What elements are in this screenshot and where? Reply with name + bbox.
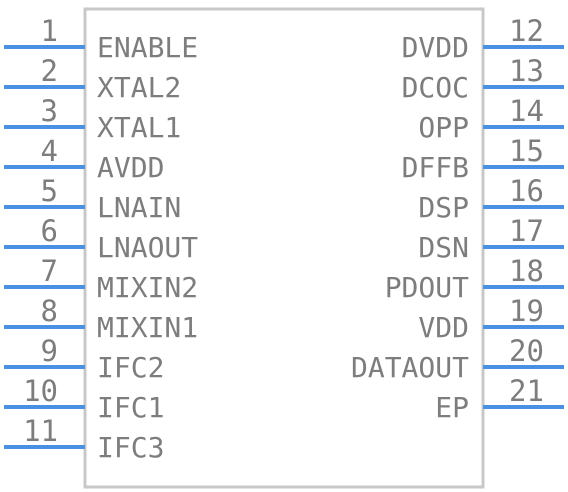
pin-number: 9 — [41, 334, 58, 368]
pin-number: 4 — [41, 134, 58, 168]
pin-number: 20 — [509, 334, 544, 368]
pin-number: 13 — [509, 54, 544, 88]
pin-number: 5 — [41, 174, 58, 208]
pin-name: DSN — [418, 231, 469, 264]
pin-number: 15 — [509, 134, 544, 168]
pin-name: MIXIN1 — [97, 311, 198, 344]
pin-number: 18 — [509, 254, 544, 288]
pin-number: 16 — [509, 174, 544, 208]
pin-name: VDD — [418, 311, 469, 344]
pin-number: 7 — [41, 254, 58, 288]
pin-name: MIXIN2 — [97, 271, 198, 304]
pin-number: 8 — [41, 294, 58, 328]
right-pin-group: 12DVDD13DCOC14OPP15DFFB16DSP17DSN18PDOUT… — [351, 14, 564, 424]
pin-number: 6 — [41, 214, 58, 248]
pin-number: 2 — [41, 54, 58, 88]
pin-number: 14 — [509, 94, 544, 128]
pin-name: LNAIN — [97, 191, 181, 224]
pin-number: 1 — [41, 14, 58, 48]
pin-name: EP — [435, 391, 469, 424]
pin-number: 17 — [509, 214, 544, 248]
pin-name: DSP — [418, 191, 469, 224]
pin-name: DVDD — [402, 31, 469, 64]
pin-name: IFC3 — [97, 431, 164, 464]
pin-name: DCOC — [402, 71, 469, 104]
pin-name: DATAOUT — [351, 351, 469, 384]
pin-name: XTAL2 — [97, 71, 181, 104]
pin-name: OPP — [418, 111, 469, 144]
pin-number: 3 — [41, 94, 58, 128]
pin-name: ENABLE — [97, 31, 198, 64]
pin-name: AVDD — [97, 151, 164, 184]
pin-name: XTAL1 — [97, 111, 181, 144]
pin-name: PDOUT — [385, 271, 469, 304]
pin-number: 11 — [23, 414, 58, 448]
pin-name: IFC2 — [97, 351, 164, 384]
pin-name: DFFB — [402, 151, 469, 184]
pin-number: 12 — [509, 14, 544, 48]
pin-number: 21 — [509, 374, 544, 408]
pin-number: 10 — [23, 374, 58, 408]
pin-number: 19 — [509, 294, 544, 328]
pin-name: LNAOUT — [97, 231, 198, 264]
pin-name: IFC1 — [97, 391, 164, 424]
